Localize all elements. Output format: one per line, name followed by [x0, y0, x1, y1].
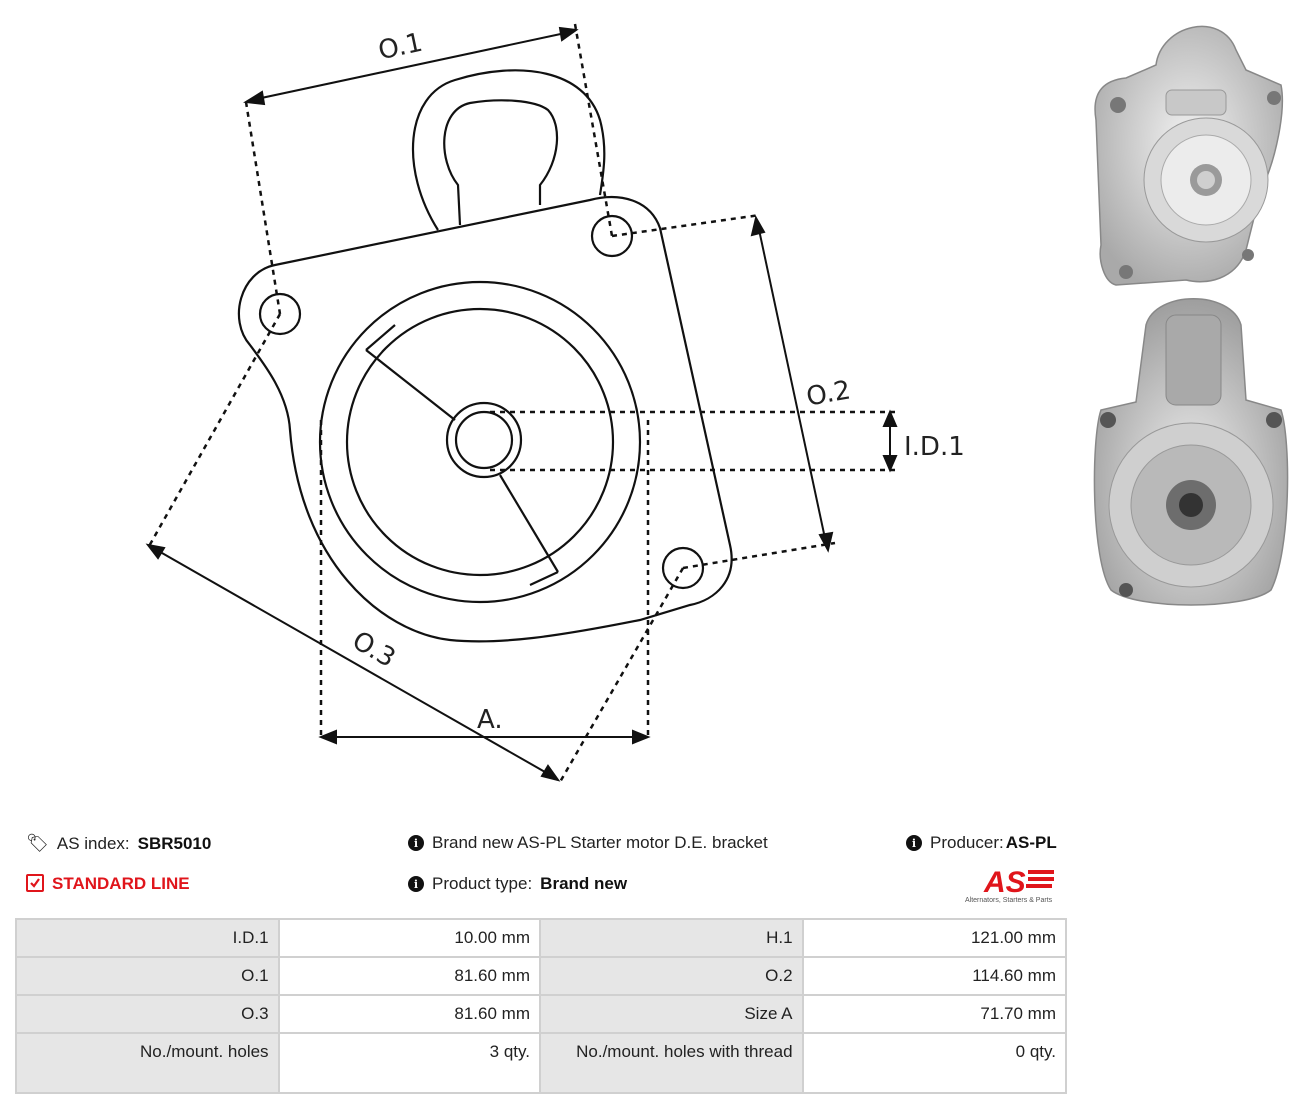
as-index-value: SBR5010	[137, 833, 212, 853]
producer-value: AS-PL	[1005, 833, 1057, 852]
producer-label: Producer:	[930, 833, 1004, 852]
standard-line-text: STANDARD LINE	[52, 874, 190, 893]
spec-label: No./mount. holes	[15, 1032, 280, 1094]
label-o3: O.3	[347, 626, 400, 674]
check-square-icon	[26, 874, 44, 892]
table-row: O.1 81.60 mm O.2 114.60 mm	[15, 956, 1068, 996]
outer-ring	[318, 280, 642, 604]
spec-value: 114.60 mm	[801, 956, 1068, 996]
spec-value: 81.60 mm	[277, 956, 541, 996]
spec-label: H.1	[538, 918, 804, 958]
bracket-front-photo	[1094, 25, 1284, 286]
spec-label: O.3	[15, 994, 280, 1034]
table-row: I.D.1 10.00 mm H.1 121.00 mm	[15, 918, 1068, 958]
spec-label: No./mount. holes with thread	[538, 1032, 804, 1094]
hole-left	[258, 292, 302, 336]
as-pl-logo: AS	[983, 866, 1054, 899]
specs-table: I.D.1 10.00 mm H.1 121.00 mm O.1 81.60 m…	[15, 918, 1068, 1094]
label-o2: O.2	[804, 375, 853, 412]
label-id1: I.D.1	[904, 432, 965, 462]
product-type-value: Brand new	[540, 874, 628, 893]
info-icon: i	[408, 876, 424, 892]
bore-outer	[445, 401, 523, 479]
bore-inner	[454, 410, 514, 470]
inner-ring	[345, 307, 615, 577]
spec-value: 81.60 mm	[277, 994, 541, 1034]
spec-label: Size A	[538, 994, 804, 1034]
product-type: i Product type: Brand new	[408, 874, 627, 894]
as-index: 🏷 AS index: SBR5010	[26, 833, 211, 854]
spec-label: O.1	[15, 956, 280, 996]
spec-value: 121.00 mm	[801, 918, 1068, 958]
producer: i Producer: AS-PL	[906, 833, 1057, 853]
svg-text:AS: AS	[983, 866, 1026, 899]
spec-label: O.2	[538, 956, 804, 996]
bracket-technical-drawing: O.1 O.2 I.D.1 O.3 A.	[145, 23, 965, 783]
bracket-rear-photo	[1093, 298, 1289, 606]
flange-outline	[237, 196, 733, 643]
top-lug-outline	[411, 69, 606, 231]
logo-tagline: Alternators, Starters & Parts	[965, 897, 1053, 904]
spec-value: 3 qty.	[277, 1032, 541, 1094]
info-icon: i	[408, 835, 424, 851]
product-description: i Brand new AS-PL Starter motor D.E. bra…	[408, 833, 768, 853]
description-text: Brand new AS-PL Starter motor D.E. brack…	[432, 833, 768, 852]
spec-label: I.D.1	[15, 918, 280, 958]
spec-value: 10.00 mm	[277, 918, 541, 958]
spec-value: 0 qty.	[801, 1032, 1068, 1094]
label-a: A.	[477, 705, 503, 735]
standard-line-badge: STANDARD LINE	[26, 874, 190, 894]
hole-bottom-right	[661, 546, 705, 590]
hole-top-right	[590, 214, 634, 258]
table-row: No./mount. holes 3 qty. No./mount. holes…	[15, 1032, 1068, 1094]
spec-value: 71.70 mm	[801, 994, 1068, 1034]
label-o1: O.1	[376, 28, 425, 67]
as-index-label: AS index:	[56, 833, 130, 853]
tags-icon: 🏷	[26, 833, 49, 853]
product-type-label: Product type:	[432, 874, 533, 893]
top-lug-inner	[443, 99, 559, 226]
info-icon: i	[906, 835, 922, 851]
table-row: O.3 81.60 mm Size A 71.70 mm	[15, 994, 1068, 1034]
